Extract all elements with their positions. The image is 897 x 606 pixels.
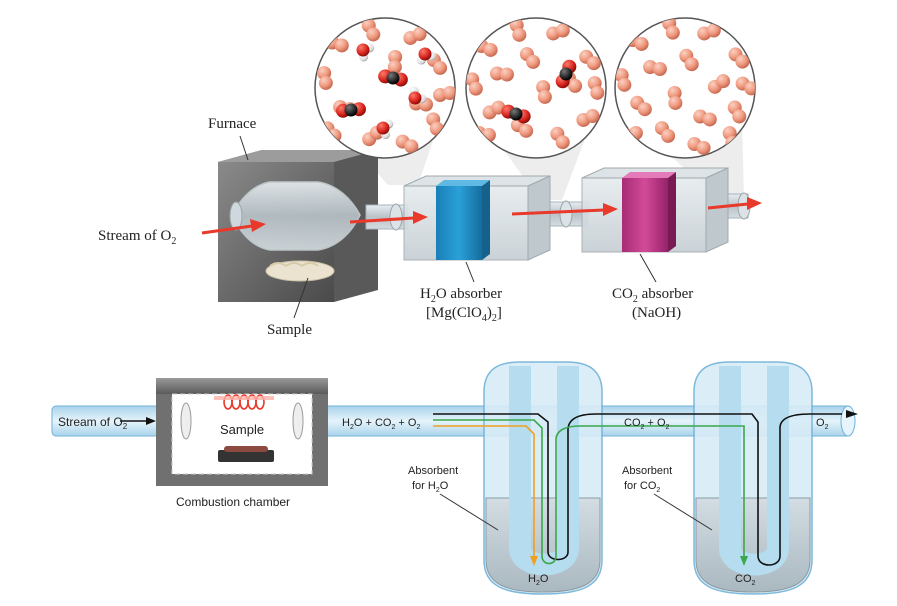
heating-coil-icon: [223, 394, 265, 410]
zoom-circle-after-h2o-absorber: [465, 17, 607, 159]
bottom-sample-label: Sample: [220, 422, 264, 437]
oxygen-molecule: [403, 27, 427, 45]
oxygen-molecule: [687, 137, 711, 155]
oxygen-molecule: [550, 126, 570, 150]
furnace-label: Furnace: [208, 116, 257, 132]
oxygen-molecule: [361, 18, 381, 42]
h2o-absorber-label: H2O absorber: [420, 286, 502, 305]
water-molecule: [416, 47, 437, 65]
oxygen-molecule: [587, 76, 605, 100]
oxygen-molecule: [667, 86, 683, 110]
oxygen-molecule: [579, 49, 601, 71]
combustion-chamber-label: Combustion chamber: [176, 495, 290, 509]
oxygen-molecule: [630, 95, 652, 117]
h2o-absorber-box: [403, 175, 551, 261]
oxygen-molecule: [735, 76, 755, 96]
bottom-apparatus: Stream of O2 Sample Combustion chamber H…: [51, 361, 858, 595]
oxygen-molecule: [433, 86, 455, 102]
oxygen-molecule: [466, 72, 483, 96]
oxygen-molecule: [317, 66, 333, 90]
zoom-circle-after-co2-absorber: [614, 17, 756, 159]
water-molecule: [376, 119, 394, 140]
co2-absorber-box: [581, 167, 729, 253]
oxygen-molecule: [654, 121, 676, 143]
flow-arrows: [201, 197, 762, 235]
absorbent-h2o-label: Absorbent: [408, 465, 458, 477]
gas-flow-lines: [120, 410, 858, 566]
bottom-leader-lines: [439, 493, 713, 531]
bottom-stream-label: Stream of O2: [58, 415, 128, 431]
top-sample-label: Sample: [267, 322, 312, 338]
carbon-dioxide-molecule: [501, 104, 531, 124]
tube-outlet: [840, 405, 856, 437]
collected-co2-label: CO2: [735, 573, 756, 587]
carbon-dioxide-molecule: [336, 102, 366, 118]
oxygen-molecule: [395, 134, 419, 154]
gas-mixture-label-1: H2O + CO2 + O2: [342, 417, 420, 431]
absorbent-h2o-sublabel: for H2O: [412, 480, 449, 494]
oxygen-molecule: [615, 68, 632, 92]
co2-absorber-label: CO2 absorber: [612, 286, 693, 305]
h2o-absorber-formula: [Mg(ClO4)2]: [426, 305, 502, 324]
oxygen-molecule: [697, 23, 721, 41]
water-molecule: [356, 43, 375, 62]
oxygen-molecule: [728, 47, 750, 69]
zoom-circle-after-combustion: [314, 17, 456, 159]
top-leader-lines: [239, 135, 657, 319]
absorbent-co2-sublabel: for CO2: [624, 480, 660, 494]
gas-mixture-label-2: CO2 + O2: [624, 417, 670, 431]
combustion-chamber: [156, 378, 328, 486]
collected-h2o-label: H2O: [528, 573, 549, 587]
oxygen-molecule: [693, 109, 717, 127]
oxygen-molecule: [576, 109, 600, 127]
carbon-dioxide-molecule: [378, 69, 408, 87]
oxygen-molecule: [679, 48, 699, 72]
oxygen-molecule: [707, 74, 731, 94]
top-apparatus: Furnace Stream of O2 Sample H2O absorber…: [98, 17, 762, 338]
oxygen-molecule: [727, 100, 747, 124]
oxygen-molecule: [519, 47, 541, 69]
furnace: [218, 150, 378, 302]
top-stream-label: Stream of O2: [98, 228, 176, 247]
absorbent-co2-label: Absorbent: [622, 465, 672, 477]
oxygen-molecule: [643, 60, 667, 76]
gas-mixture-label-3: O2: [816, 417, 829, 431]
oxygen-molecule: [509, 18, 527, 42]
co2-absorber-reagent: (NaOH): [632, 305, 681, 321]
oxygen-molecule: [546, 23, 570, 41]
u-tube-absorber-co2: [693, 361, 813, 595]
oxygen-molecule: [490, 66, 514, 82]
carbon-dioxide-molecule: [555, 59, 577, 89]
water-molecule: [408, 86, 427, 105]
oxygen-molecule: [387, 50, 403, 74]
oxygen-molecule: [536, 80, 552, 104]
